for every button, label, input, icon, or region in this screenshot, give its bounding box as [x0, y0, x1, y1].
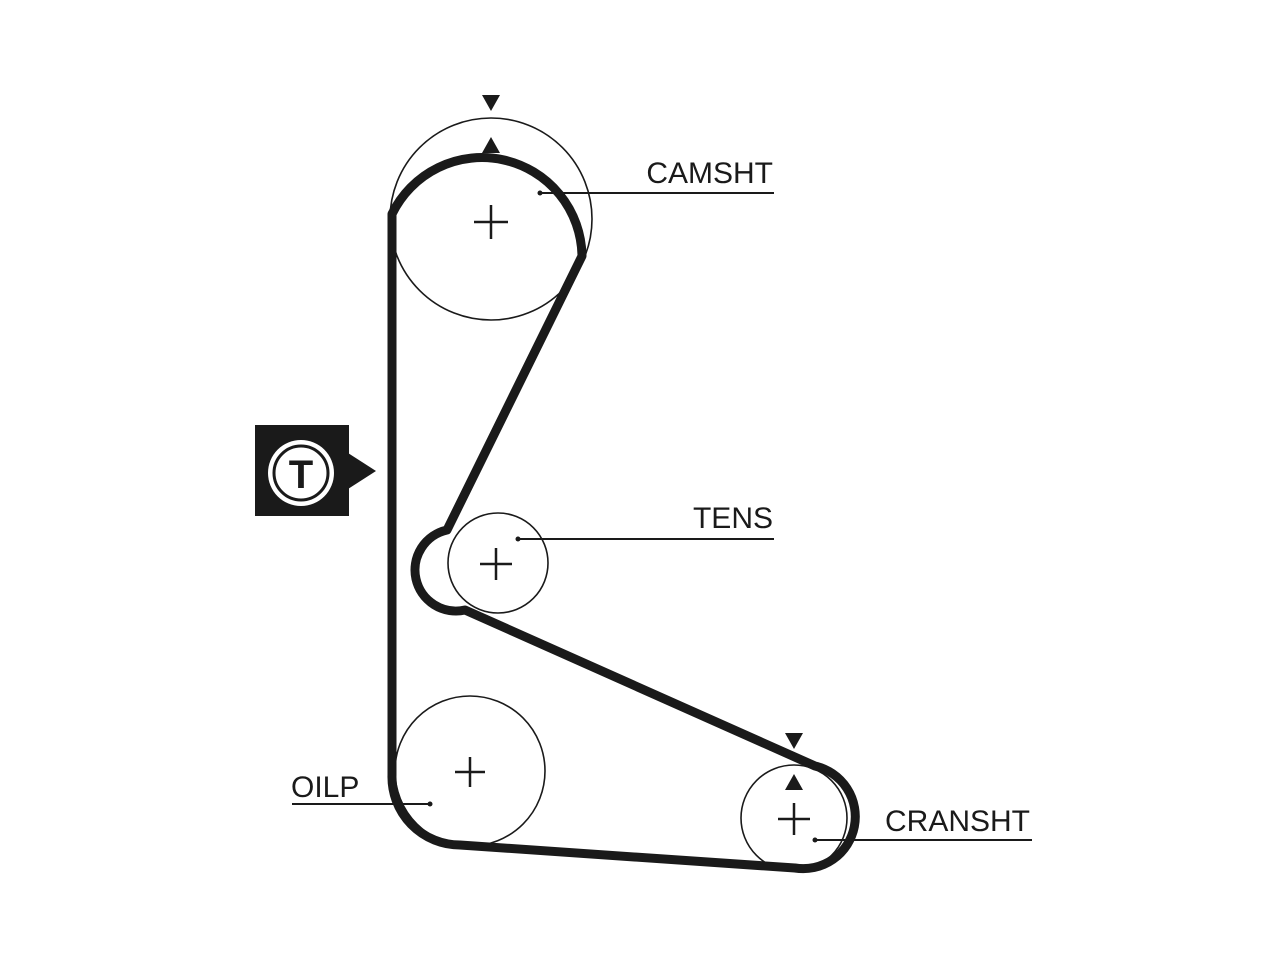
- crankshaft-leader: [812, 837, 1032, 843]
- camshaft-leader: [537, 190, 774, 196]
- oil-pump-label: OILP: [291, 771, 359, 804]
- camshaft-label: CAMSHT: [646, 157, 773, 190]
- oil-pump-leader: [292, 801, 433, 807]
- tensioner-leader: [515, 536, 774, 542]
- tensioner-pulley: [447, 512, 549, 614]
- camshaft-center-cross: [474, 205, 508, 239]
- crankshaft-timing-mark: [785, 733, 803, 790]
- tension-badge-letter: T: [289, 453, 313, 497]
- crankshaft-center-cross: [778, 803, 810, 835]
- timing-belt: [387, 153, 860, 874]
- tension-side-badge: T: [255, 425, 376, 516]
- tensioner-label: TENS: [693, 502, 773, 535]
- tensioner-center-cross: [480, 548, 512, 580]
- camshaft-timing-mark: [482, 95, 500, 153]
- crankshaft-label: CRANSHT: [885, 805, 1030, 838]
- oil-pump-center-cross: [455, 757, 485, 787]
